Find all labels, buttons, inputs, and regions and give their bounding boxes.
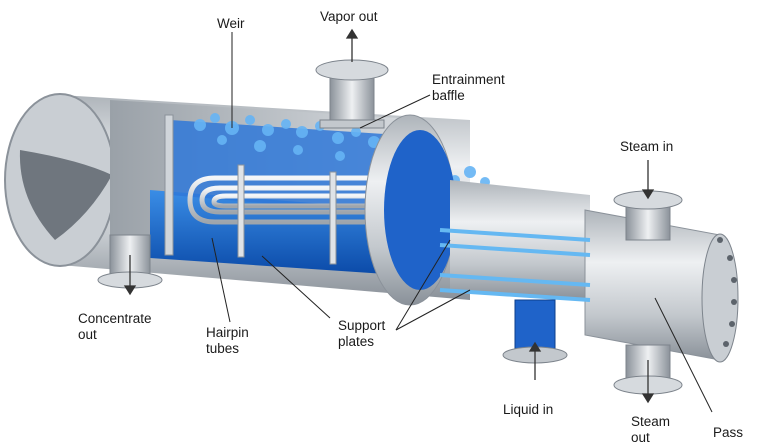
channel-head bbox=[584, 209, 739, 363]
weir-plate bbox=[164, 114, 174, 256]
label-entrainment-baffle: Entrainment baffle bbox=[432, 72, 505, 103]
label-hairpin-tubes: Hairpin tubes bbox=[206, 325, 249, 356]
label-concentrate-out: Concentrate out bbox=[78, 311, 152, 342]
shell-reducer bbox=[364, 114, 590, 306]
flow-arrows bbox=[123, 28, 655, 404]
label-liquid-in: Liquid in bbox=[503, 402, 554, 417]
steam-in-nozzle bbox=[613, 190, 683, 241]
support-plates bbox=[237, 164, 337, 265]
label-steam-out: Steam out bbox=[631, 414, 671, 445]
steam-out-nozzle bbox=[613, 344, 683, 395]
label-pass: Pass bbox=[713, 425, 744, 440]
label-vapor-out: Vapor out bbox=[320, 9, 378, 24]
label-weir: Weir bbox=[217, 16, 245, 31]
leader-lines bbox=[211, 32, 713, 413]
tube-ends bbox=[439, 228, 591, 302]
label-steam-in: Steam in bbox=[620, 139, 674, 154]
hairpin-tube-bundle bbox=[187, 175, 430, 225]
vapor-out-nozzle bbox=[315, 59, 389, 129]
label-support-plates: Support plates bbox=[338, 318, 386, 349]
